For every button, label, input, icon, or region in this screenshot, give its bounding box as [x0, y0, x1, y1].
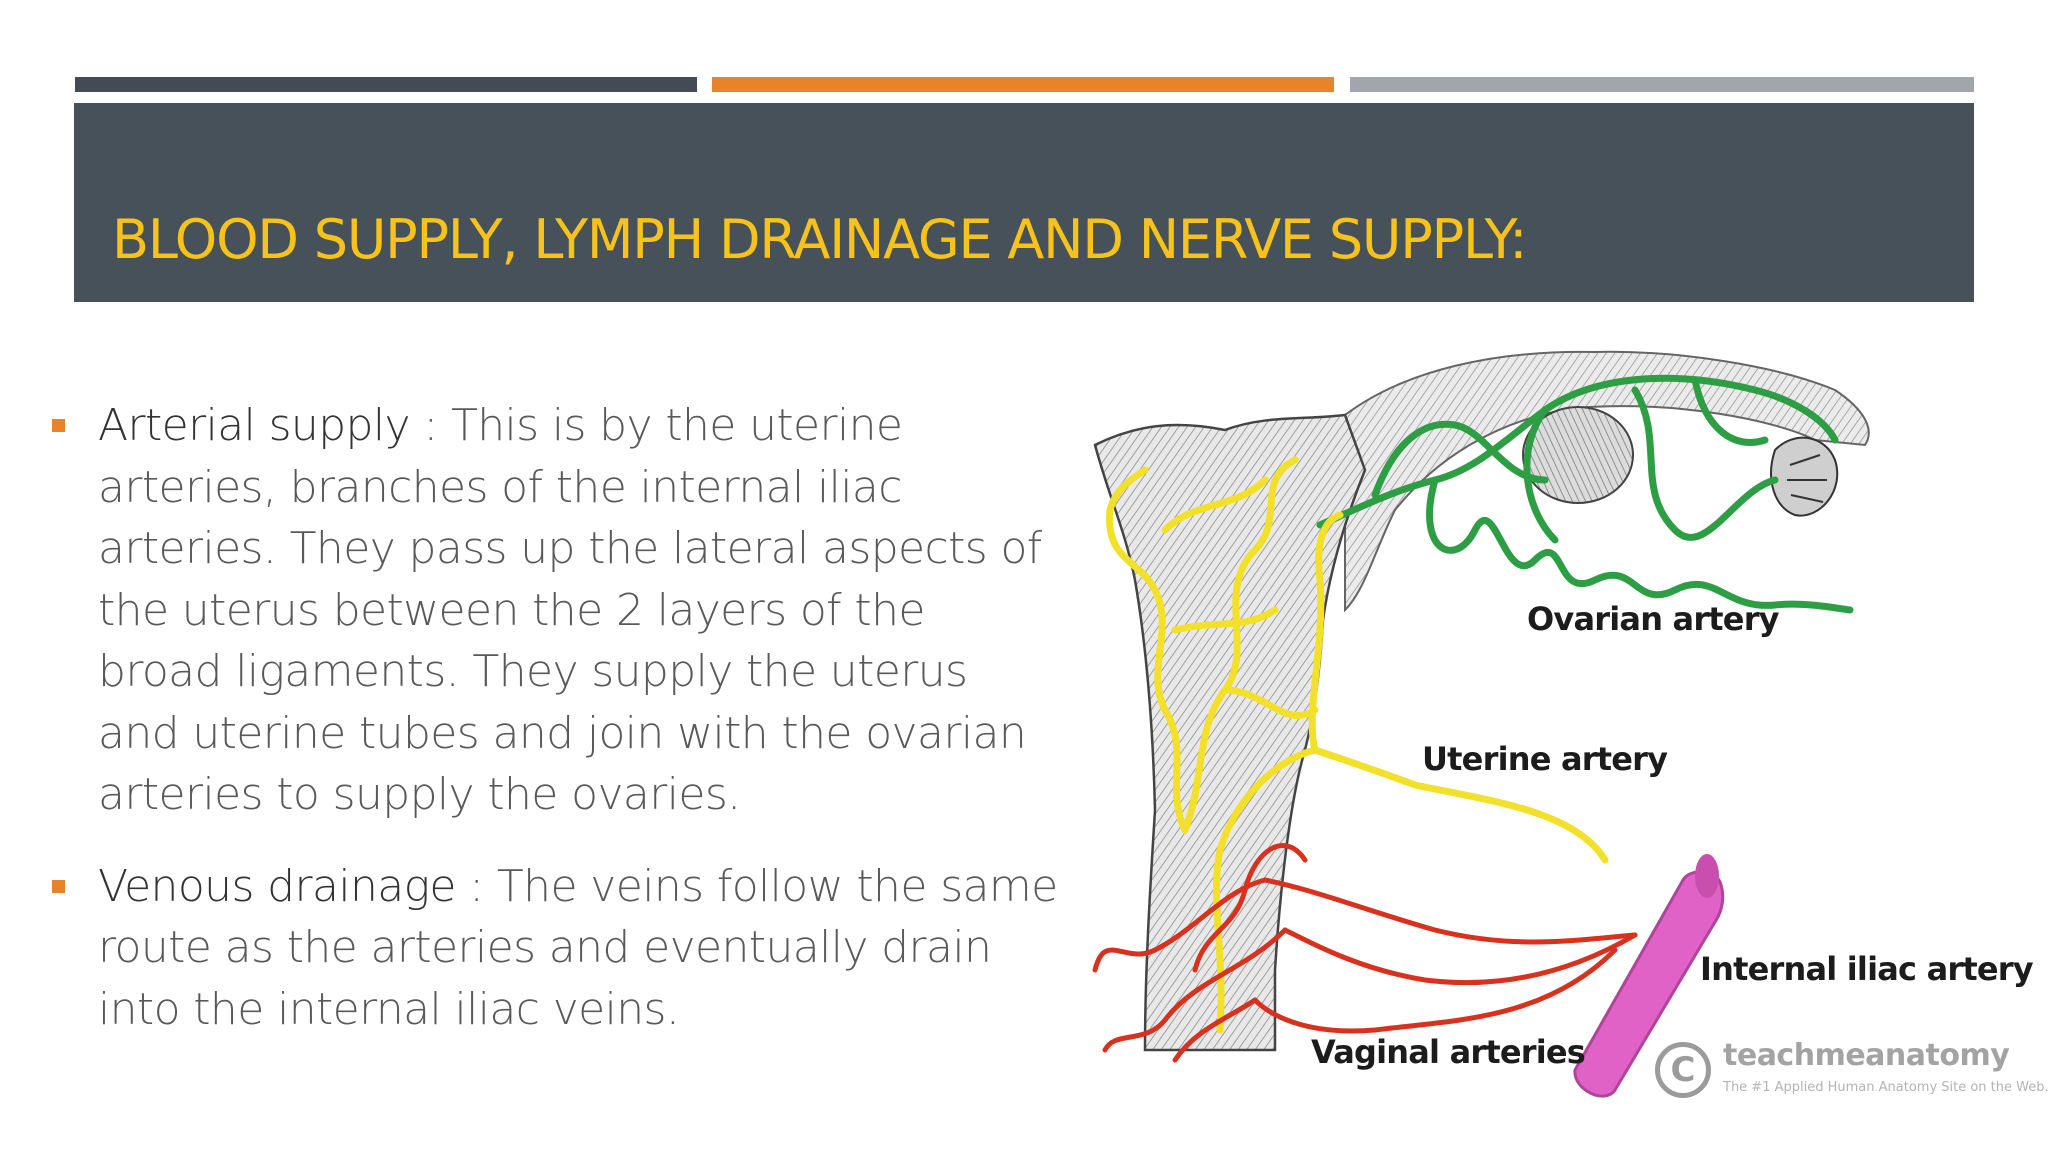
bullet-arterial-supply: Arterial supply : This is by the uterine… — [48, 395, 1058, 826]
bullet-text: Venous drainage : The veins follow the s… — [98, 856, 1058, 1041]
bullet-term: Venous drainage — [98, 860, 456, 912]
uterine-blood-supply-diagram: Ovarian artery Uterine artery Internal i… — [1075, 330, 2048, 1110]
accent-bar-dark — [75, 77, 697, 92]
copyright-icon: C — [1655, 1042, 1711, 1098]
internal-iliac-artery-end — [1695, 854, 1719, 898]
watermark-tagline: The #1 Applied Human Anatomy Site on the… — [1723, 1080, 2048, 1095]
uterine-artery — [1106, 456, 1609, 1034]
bullet-separator: : — [409, 400, 451, 451]
teachmeanatomy-watermark: C teachmeanatomy The #1 Applied Human An… — [1655, 1036, 2048, 1106]
watermark-brand: teachmeanatomy — [1723, 1038, 2010, 1073]
bullet-venous-drainage: Venous drainage : The veins follow the s… — [48, 856, 1058, 1041]
bullet-square-icon — [52, 419, 65, 432]
label-ovarian-artery: Ovarian artery — [1527, 600, 1780, 638]
accent-bar-grey — [1350, 77, 1974, 92]
bullet-list: Arterial supply : This is by the uterine… — [48, 395, 1058, 1070]
ovarian-artery — [1316, 374, 1854, 614]
uterus — [1093, 413, 1367, 1052]
slide-title: BLOOD SUPPLY, LYMPH DRAINAGE AND NERVE S… — [112, 208, 1527, 271]
bullet-square-icon — [52, 879, 65, 893]
label-uterine-artery: Uterine artery — [1422, 740, 1668, 778]
label-vaginal-arteries: Vaginal arteries — [1311, 1033, 1586, 1071]
ovary — [1522, 406, 1634, 504]
vaginal-arteries — [1092, 843, 1638, 1063]
bullet-body: This is by the uterine arteries, branche… — [98, 400, 1042, 820]
bullet-separator: : — [455, 860, 497, 912]
bullet-term: Arterial supply — [98, 400, 411, 451]
anatomy-illustration — [1092, 350, 1870, 1098]
fimbriae — [1770, 436, 1839, 517]
bullet-text: Arterial supply : This is by the uterine… — [98, 395, 1058, 826]
label-internal-iliac-artery: Internal iliac artery — [1700, 950, 2034, 988]
accent-bar-orange — [712, 77, 1334, 92]
title-band: BLOOD SUPPLY, LYMPH DRAINAGE AND NERVE S… — [74, 103, 1974, 302]
bullet-body: The veins follow the same route as the a… — [98, 860, 1058, 1035]
